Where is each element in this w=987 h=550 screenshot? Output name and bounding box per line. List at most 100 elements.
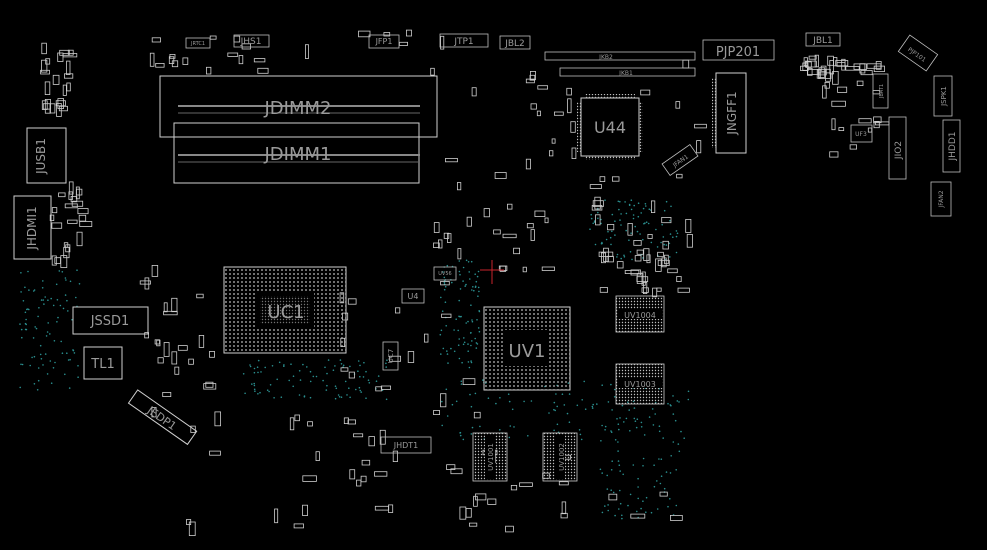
via bbox=[477, 286, 480, 289]
passive-component bbox=[198, 334, 205, 348]
via bbox=[442, 271, 444, 273]
passive-component bbox=[462, 378, 476, 386]
passive-component bbox=[662, 240, 669, 250]
passive-component bbox=[832, 71, 839, 85]
via bbox=[590, 217, 593, 220]
via bbox=[605, 238, 608, 241]
via bbox=[450, 347, 452, 350]
passive-component bbox=[820, 65, 827, 72]
via bbox=[614, 514, 616, 517]
via bbox=[589, 228, 591, 230]
passive-component bbox=[51, 207, 58, 214]
passive-component bbox=[380, 385, 391, 390]
via bbox=[298, 370, 301, 372]
jfan2-label: JFAN2 bbox=[938, 190, 945, 208]
passive-component bbox=[437, 239, 443, 249]
via bbox=[669, 256, 671, 258]
via bbox=[477, 327, 480, 329]
passive-component bbox=[163, 310, 178, 316]
passive-component bbox=[571, 147, 577, 160]
via bbox=[56, 321, 58, 323]
via bbox=[445, 325, 448, 327]
passive-component bbox=[694, 123, 707, 129]
via bbox=[326, 372, 328, 375]
passive-component bbox=[513, 247, 520, 255]
via bbox=[325, 389, 328, 391]
passive-component bbox=[630, 269, 641, 276]
passive-component bbox=[837, 86, 848, 93]
via bbox=[458, 299, 461, 302]
via bbox=[77, 376, 79, 379]
via bbox=[467, 320, 469, 323]
via bbox=[523, 400, 525, 403]
jtp1-label: JTP1 bbox=[453, 37, 473, 47]
via bbox=[645, 221, 648, 223]
via bbox=[511, 408, 514, 411]
via bbox=[470, 405, 473, 408]
passive-component bbox=[375, 386, 383, 392]
passive-component bbox=[44, 81, 51, 96]
via bbox=[601, 472, 603, 474]
via bbox=[299, 379, 302, 381]
via bbox=[259, 391, 261, 394]
passive-component bbox=[845, 66, 860, 71]
via bbox=[613, 388, 616, 391]
passive-component bbox=[41, 100, 48, 110]
via bbox=[604, 425, 607, 428]
via bbox=[457, 344, 460, 347]
passive-component bbox=[471, 87, 477, 97]
via bbox=[309, 396, 312, 399]
passive-component bbox=[682, 59, 690, 69]
via bbox=[675, 235, 678, 238]
via bbox=[468, 366, 471, 369]
jhs1-label: JHS1 bbox=[240, 37, 262, 47]
passive-component bbox=[676, 173, 683, 179]
via bbox=[54, 361, 56, 364]
passive-component bbox=[595, 214, 601, 226]
pjp201-label: PJP201 bbox=[716, 45, 760, 60]
via bbox=[306, 366, 308, 368]
passive-component bbox=[824, 82, 830, 89]
dimm1-slot: JDIMM1 bbox=[173, 122, 420, 184]
via bbox=[283, 364, 285, 366]
via bbox=[52, 304, 55, 307]
via bbox=[628, 409, 630, 411]
uc7-label: UC7 bbox=[387, 349, 395, 363]
via bbox=[33, 355, 36, 358]
passive-component bbox=[209, 450, 221, 456]
via bbox=[332, 369, 335, 372]
via bbox=[632, 214, 635, 216]
via bbox=[359, 389, 362, 392]
via bbox=[610, 469, 613, 471]
via bbox=[576, 404, 579, 407]
via bbox=[349, 365, 351, 368]
via bbox=[620, 213, 622, 215]
via bbox=[61, 352, 64, 355]
via bbox=[637, 202, 640, 204]
via bbox=[309, 380, 312, 383]
jspk1-label: JSPK1 bbox=[940, 86, 948, 107]
via bbox=[461, 361, 463, 364]
via bbox=[678, 401, 680, 403]
via bbox=[616, 418, 618, 420]
via bbox=[62, 307, 65, 310]
passive-component bbox=[433, 242, 440, 248]
via bbox=[556, 405, 558, 408]
passive-component bbox=[630, 513, 646, 519]
via bbox=[59, 304, 62, 307]
via bbox=[327, 359, 330, 361]
via bbox=[38, 307, 40, 309]
passive-component bbox=[430, 67, 435, 76]
passive-component bbox=[493, 229, 501, 235]
passive-component bbox=[209, 35, 217, 40]
via bbox=[614, 439, 617, 441]
jio2-connector: JIO2 bbox=[888, 116, 907, 180]
passive-component bbox=[566, 87, 572, 96]
passive-component bbox=[502, 233, 517, 239]
via bbox=[459, 315, 461, 318]
passive-component bbox=[598, 251, 614, 257]
via bbox=[478, 310, 481, 313]
via bbox=[72, 349, 74, 351]
via bbox=[440, 296, 442, 299]
